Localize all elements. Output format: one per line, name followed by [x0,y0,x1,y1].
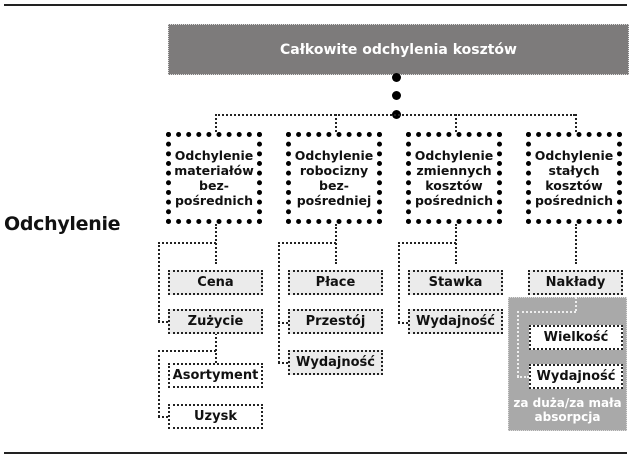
leaf-efficiency: Wydajność [408,309,503,334]
connector-line [278,322,288,324]
connector-line [517,376,529,378]
leaf-label: Zużycie [187,314,244,329]
absorption-note-text: za duża/za mała absorpcja [513,396,622,424]
connector-line [575,114,577,132]
connector-dot [392,73,401,82]
root-node: Całkowite odchylenia kosztów [168,24,629,75]
leaf-label: Płace [315,275,356,290]
bottom-rule [4,452,627,454]
connector-line [398,242,400,323]
leaf-efficiency: Wydajność [529,364,623,389]
leaf-label: Uzysk [194,409,237,424]
category-fixed-overhead: Odchylenie stałych kosztów pośrednich [526,132,622,224]
connector-line [158,350,160,417]
connector-line [575,297,577,311]
leaf-label: Nakłady [545,275,606,290]
connector-dot [392,91,401,100]
connector-line [335,224,337,264]
connector-line [158,242,160,322]
top-rule [4,4,627,6]
leaf-price: Cena [168,270,263,295]
connector-line [455,224,457,264]
connector-line [158,321,168,323]
connector-line [517,311,576,313]
leaf-label: Cena [197,275,234,290]
connector-line [398,242,456,244]
leaf-label: Wielkość [543,330,609,345]
connector-line [158,416,168,418]
connector-line [278,362,288,364]
category-labor: Odchylenie robocizny bez- pośredniej [286,132,382,224]
leaf-volume: Wielkość [529,325,623,350]
connector-line [158,242,216,244]
connector-line [278,242,336,244]
leaf-label: Wydajność [296,355,375,370]
connector-line [215,114,217,132]
leaf-label: Asortyment [172,368,259,383]
connector-line [575,224,577,264]
leaf-idle-time: Przestój [288,309,383,334]
leaf-label: Przestój [305,314,366,329]
category-variable-overhead: Odchylenie zmiennych kosztów pośrednich [406,132,502,224]
leaf-label: Stawka [428,275,483,290]
connector-line [158,350,216,352]
side-label: Odchylenie [4,213,121,235]
leaf-yield: Uzysk [168,404,263,429]
leaf-rate: Stawka [408,270,503,295]
leaf-label: Wydajność [536,369,616,384]
connector-line [335,114,337,132]
leaf-wages: Płace [288,270,383,295]
root-label: Całkowite odchylenia kosztów [280,41,517,58]
leaf-expenditure: Nakłady [528,270,623,295]
leaf-efficiency: Wydajność [288,350,383,375]
category-materials: Odchylenie materiałów bez- pośrednich [166,132,262,224]
connector-line [398,322,408,324]
connector-line [278,242,280,363]
connector-line [215,333,217,363]
connector-line [517,311,519,377]
bus-line [215,114,575,116]
absorption-note: za duża/za mała absorpcja [508,396,627,424]
leaf-label: Wydajność [416,314,495,329]
leaf-usage: Zużycie [168,309,263,334]
connector-line [215,224,217,264]
connector-line [455,114,457,132]
leaf-mix: Asortyment [168,363,263,388]
